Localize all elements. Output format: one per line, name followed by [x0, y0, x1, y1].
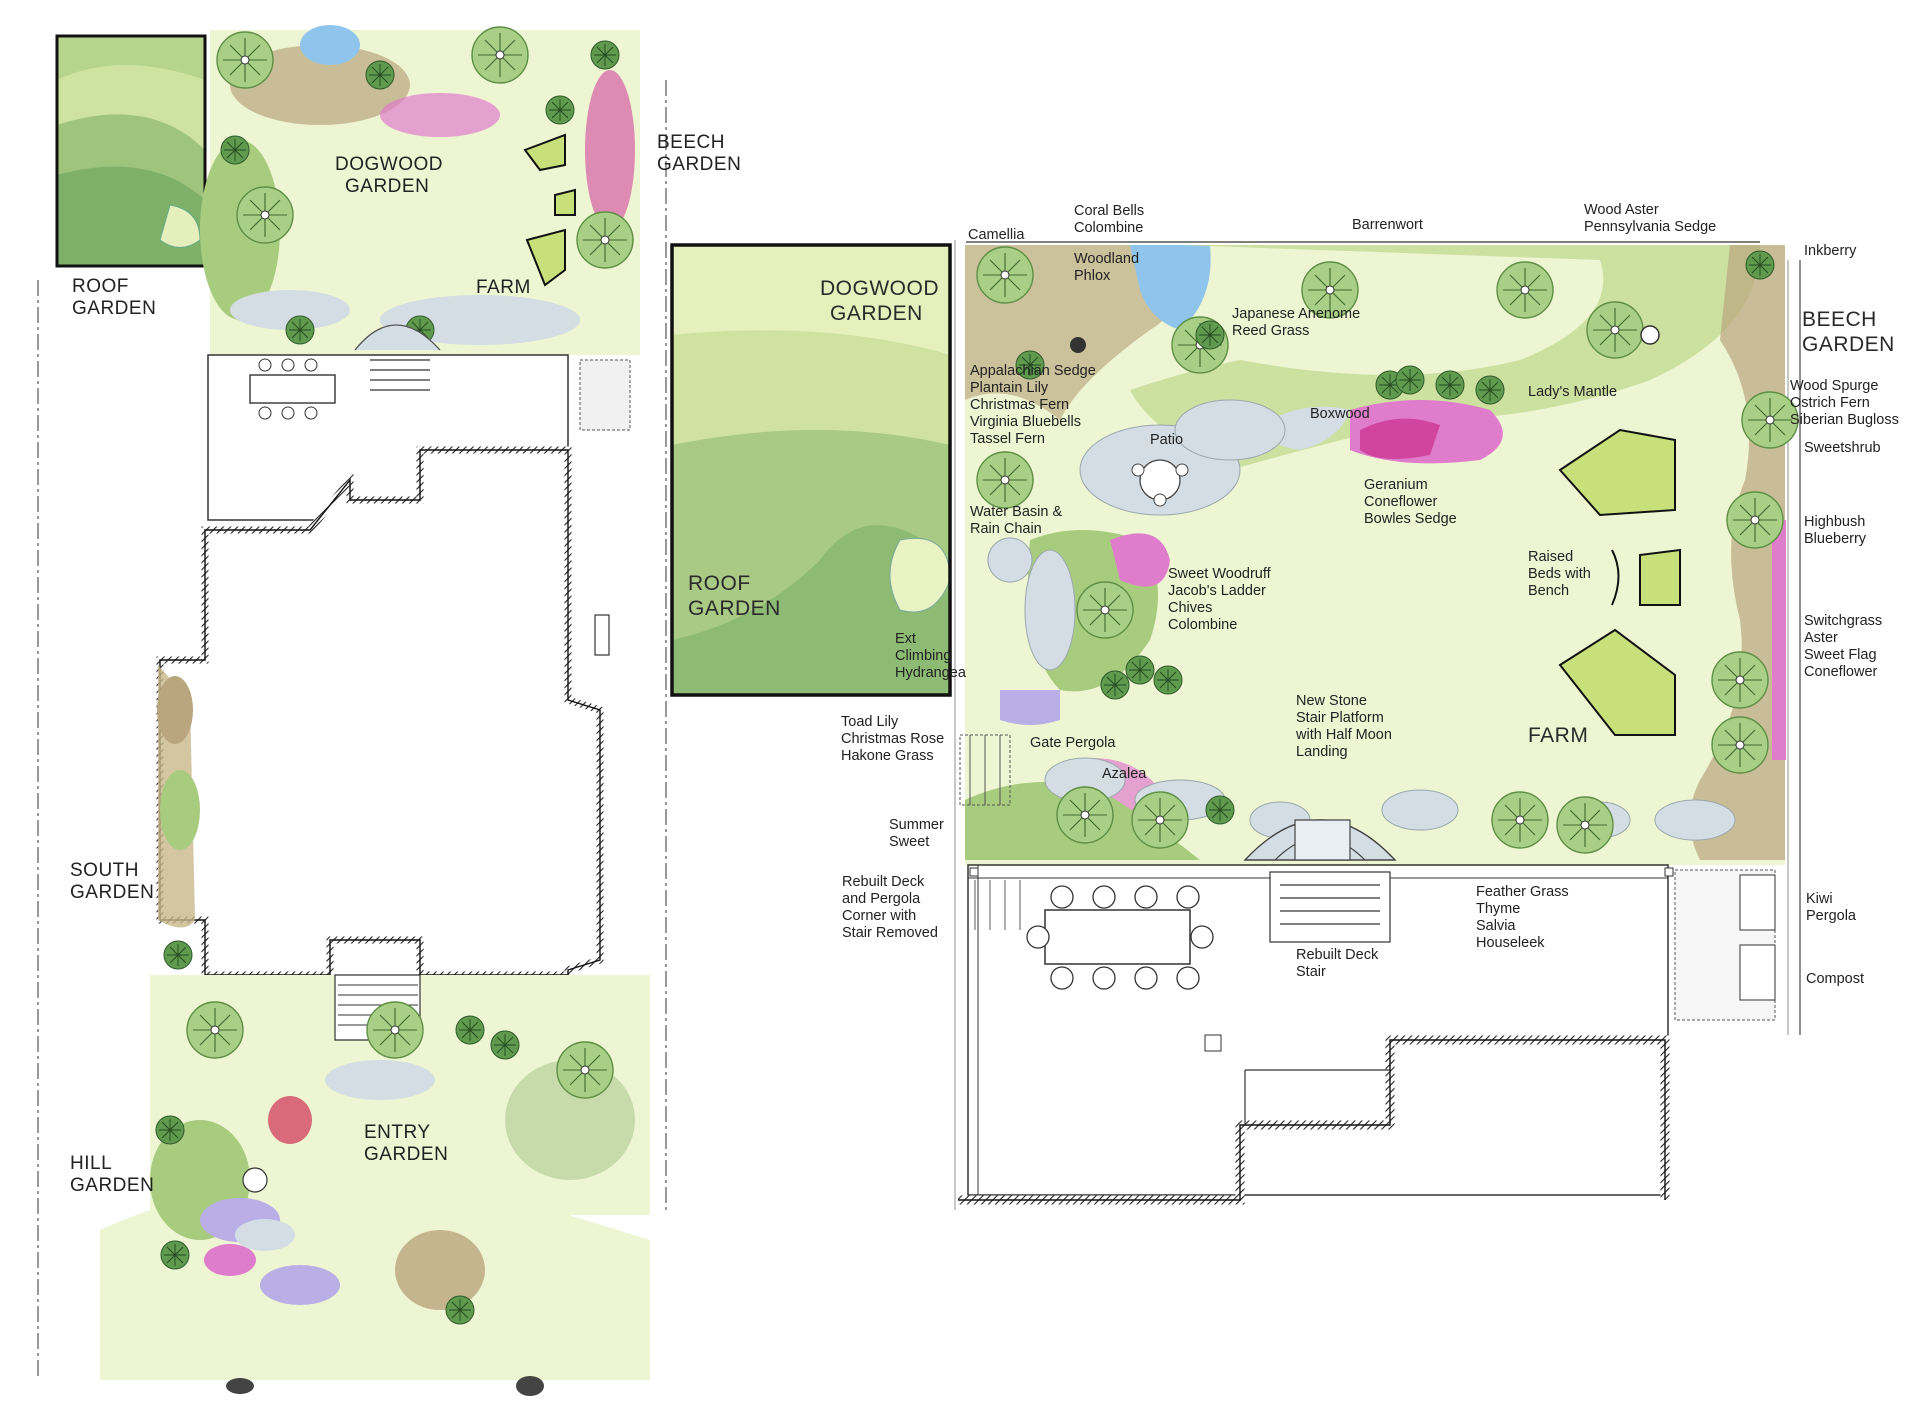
- house-footprint: [156, 446, 604, 979]
- label-camellia: Camellia: [968, 227, 1025, 243]
- label-azalea: Azalea: [1102, 766, 1147, 782]
- label-patio: Patio: [1150, 432, 1183, 448]
- gate-pergola: [959, 734, 1011, 806]
- house-bay: [594, 614, 610, 656]
- label-barrenwort: Barrenwort: [1352, 217, 1423, 233]
- detail-plan: [670, 240, 1801, 1210]
- raised-beds: [1558, 428, 1681, 736]
- entry-hill-garden-area: [100, 974, 650, 1396]
- half-moon-stair: [1243, 819, 1397, 861]
- roof-garden-detail: [670, 243, 952, 697]
- label-ladys-mantle: Lady's Mantle: [1528, 384, 1617, 400]
- label-sweetshrub: Sweetshrub: [1804, 440, 1881, 456]
- zone-farm: FARM: [1528, 724, 1588, 747]
- rebuilt-deck: [967, 864, 1674, 1196]
- label-inkberry: Inkberry: [1804, 243, 1857, 259]
- label-boxwood: Boxwood: [1310, 406, 1370, 422]
- site-plan: [37, 25, 667, 1396]
- kiwi-pergola-compost: [1674, 869, 1776, 1021]
- house-step: [1244, 1069, 1390, 1125]
- trees-and-shrubs: [976, 246, 1799, 854]
- label-water-basin: Water Basin &Rain Chain: [970, 504, 1062, 537]
- label-compost: Compost: [1806, 971, 1864, 987]
- patio-table: [1131, 459, 1189, 507]
- house-corner-outline: [958, 1039, 1666, 1201]
- south-garden-area: [157, 665, 200, 970]
- label-gate-pergola: Gate Pergola: [1030, 735, 1116, 751]
- dogwood-garden-area: [200, 25, 640, 355]
- roof-garden-square: [55, 34, 207, 268]
- label-farm: FARM: [476, 277, 531, 298]
